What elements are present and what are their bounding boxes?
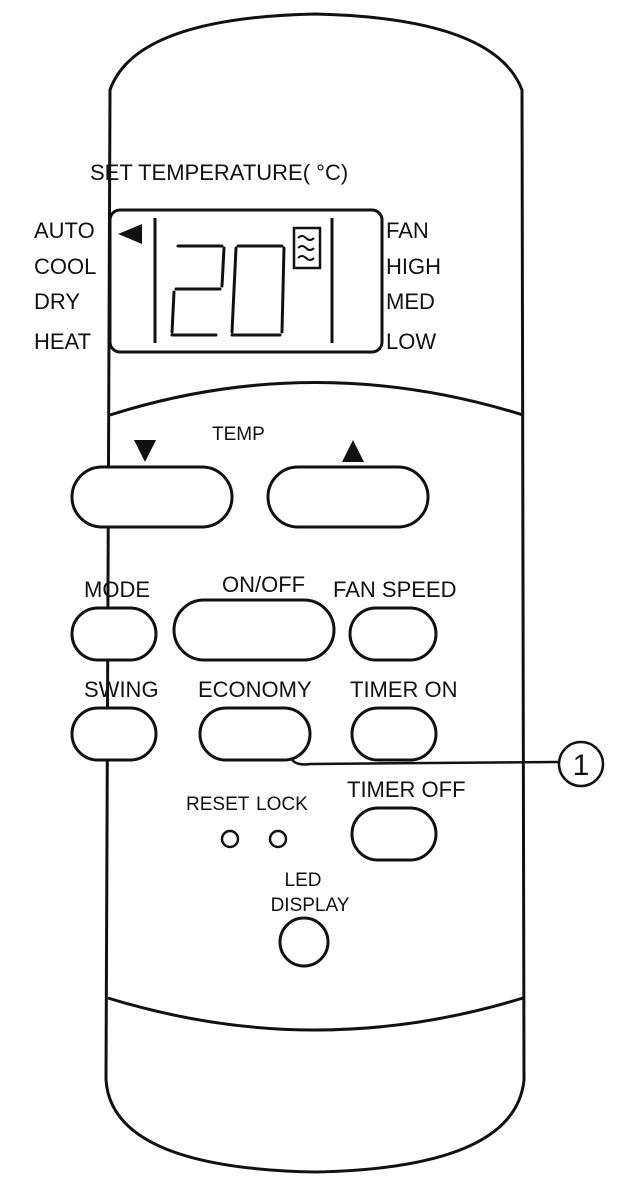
mode-button-label: MODE bbox=[84, 577, 150, 602]
mode-button[interactable] bbox=[70, 606, 158, 662]
led-display-label-line2: DISPLAY bbox=[271, 895, 350, 916]
fan-bars-icon bbox=[292, 226, 322, 270]
timer-on-button[interactable] bbox=[350, 706, 438, 762]
economy-button-label: ECONOMY bbox=[198, 677, 312, 702]
fan-label-med: MED bbox=[386, 289, 435, 314]
mode-label-heat: HEAT bbox=[34, 329, 91, 354]
mode-label-auto: AUTO bbox=[34, 218, 95, 243]
set-temperature-label: SET TEMPERATURE( °C) bbox=[90, 160, 348, 185]
timer-off-button[interactable] bbox=[350, 806, 438, 862]
up-triangle-icon bbox=[342, 440, 364, 462]
on-off-button[interactable] bbox=[172, 598, 336, 662]
temperature-digit-ones bbox=[230, 244, 286, 337]
upper-divider bbox=[109, 381, 524, 417]
down-triangle-icon bbox=[134, 440, 156, 462]
mode-label-dry: DRY bbox=[34, 289, 80, 314]
reset-label: RESET bbox=[186, 794, 250, 815]
fan-label-high: HIGH bbox=[386, 254, 441, 279]
callout-leader-line bbox=[291, 759, 559, 766]
callout-number: 1 bbox=[573, 749, 590, 782]
temp-down-button[interactable] bbox=[70, 465, 234, 529]
temperature-digit-tens bbox=[170, 244, 226, 337]
left-triangle-icon bbox=[118, 224, 142, 244]
on-off-button-label: ON/OFF bbox=[222, 572, 305, 597]
timer-off-button-label: TIMER OFF bbox=[347, 777, 466, 802]
fan-label-fan: FAN bbox=[386, 218, 429, 243]
lock-pinhole[interactable] bbox=[268, 829, 288, 849]
fan-label-low: LOW bbox=[386, 329, 436, 354]
swing-button-label: SWING bbox=[84, 677, 159, 702]
remote-body bbox=[104, 12, 526, 1174]
lcd-display bbox=[108, 208, 384, 354]
led-display-label-line1: LED bbox=[285, 870, 322, 891]
lower-divider bbox=[107, 996, 524, 1032]
fan-speed-button-label: FAN SPEED bbox=[333, 577, 456, 602]
led-display-button[interactable] bbox=[278, 916, 330, 968]
fan-speed-button[interactable] bbox=[348, 606, 438, 662]
economy-button[interactable] bbox=[198, 706, 312, 762]
callout-circle bbox=[557, 740, 605, 788]
temp-label: TEMP bbox=[212, 424, 265, 445]
lock-label: LOCK bbox=[256, 794, 308, 815]
reset-pinhole[interactable] bbox=[220, 829, 240, 849]
temp-up-button[interactable] bbox=[266, 465, 430, 529]
swing-button[interactable] bbox=[70, 706, 158, 762]
timer-on-button-label: TIMER ON bbox=[350, 677, 458, 702]
mode-label-cool: COOL bbox=[34, 254, 96, 279]
